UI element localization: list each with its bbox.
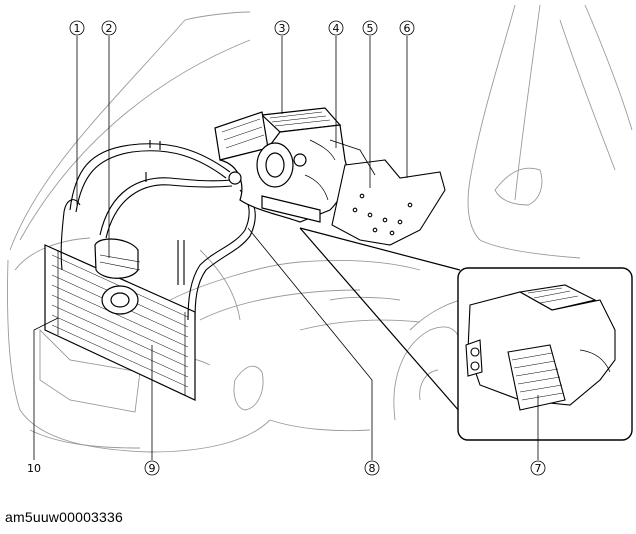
leader-lines	[33, 36, 539, 460]
callout-9: 9	[144, 460, 160, 476]
svg-text:6: 6	[404, 22, 411, 35]
callout-8: 8	[364, 460, 380, 476]
figure-caption: am5uuw00003336	[5, 509, 124, 525]
callout-3: 3	[274, 20, 290, 36]
svg-text:1: 1	[74, 22, 81, 35]
callout-4: 4	[328, 20, 344, 36]
callout-5: 5	[362, 20, 378, 36]
callout-7: 7	[530, 460, 546, 476]
svg-text:7: 7	[535, 462, 542, 475]
duct-plate	[329, 139, 446, 246]
condenser	[44, 244, 196, 401]
callout-2: 2	[101, 20, 117, 36]
svg-text:8: 8	[369, 462, 376, 475]
heater-unit	[214, 107, 348, 223]
callout-1: 1	[69, 20, 85, 36]
callout-10: 10	[27, 462, 41, 475]
compressor	[94, 238, 141, 315]
svg-text:2: 2	[106, 22, 113, 35]
callout-6: 6	[399, 20, 415, 36]
svg-text:10: 10	[27, 462, 41, 475]
car-body-outline	[7, 4, 633, 453]
svg-text:5: 5	[367, 22, 374, 35]
svg-text:9: 9	[149, 462, 156, 475]
refrigerant-lines	[60, 140, 256, 321]
inset-detail	[299, 227, 633, 441]
svg-text:4: 4	[333, 22, 340, 35]
svg-text:3: 3	[279, 22, 286, 35]
